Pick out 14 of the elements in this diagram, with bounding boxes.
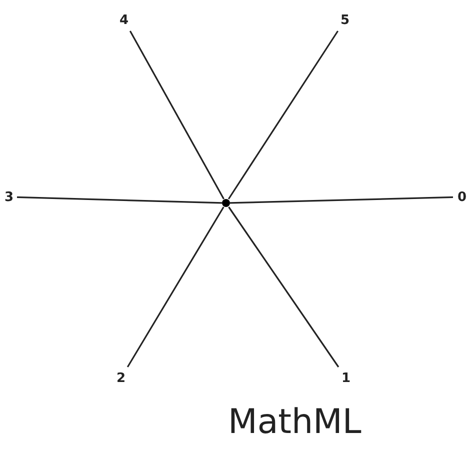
- caption-text: MathML: [228, 402, 362, 442]
- line: [230, 196, 454, 204]
- line: [126, 206, 224, 368]
- line: [228, 206, 340, 368]
- axis-number: 3: [1, 187, 17, 207]
- axis-number: 5: [335, 9, 355, 31]
- axis-number: 4: [114, 9, 134, 31]
- line: [16, 196, 222, 204]
- line: [228, 30, 339, 200]
- axis-number: 2: [111, 367, 131, 389]
- axis-number: 0: [453, 187, 471, 207]
- line: [129, 30, 224, 200]
- axis-number: 1: [336, 367, 356, 389]
- center-point: [222, 199, 230, 207]
